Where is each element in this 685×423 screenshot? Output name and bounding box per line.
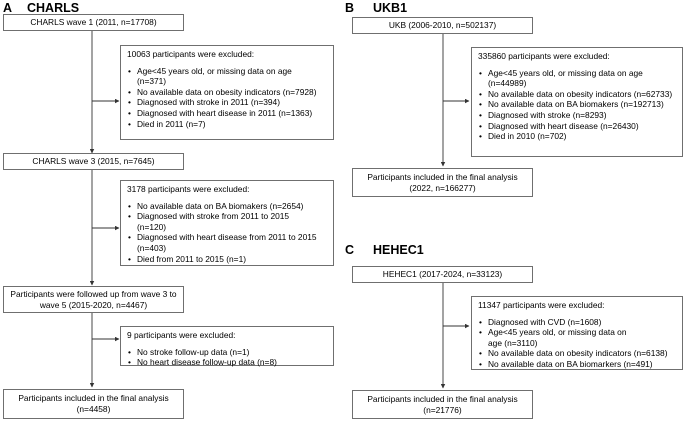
list-item: No heart disease follow-up data (n=8) bbox=[128, 357, 327, 368]
a-exclusion-box-1: 10063 participants were excluded: Age<45… bbox=[120, 45, 334, 140]
list-item: No available data on obesity indicators … bbox=[128, 87, 327, 98]
list-item: Died in 2011 (n=7) bbox=[128, 119, 327, 130]
list-item: Diagnosed with heart disease in 2011 (n=… bbox=[128, 108, 327, 119]
list-item: No stroke follow-up data (n=1) bbox=[128, 347, 327, 358]
a-followed-box: Participants were followed up from wave … bbox=[3, 286, 184, 313]
list-item: Diagnosed with heart disease (n=26430) bbox=[479, 121, 676, 132]
a-exclusion-box-2: 3178 participants were excluded: No avai… bbox=[120, 180, 334, 266]
a-excl3-list: No stroke follow-up data (n=1) No heart … bbox=[127, 347, 327, 368]
b-exclusion-box: 335860 participants were excluded: Age<4… bbox=[471, 47, 683, 157]
c-start-box: HEHEC1 (2017-2024, n=33123) bbox=[352, 266, 533, 283]
c-final-line-1: Participants included in the final analy… bbox=[367, 393, 518, 404]
panel-c-title: HEHEC1 bbox=[373, 243, 424, 257]
b-excl-heading: 335860 participants were excluded: bbox=[478, 51, 610, 61]
a-wave3-text: CHARLS wave 3 (2015, n=7645) bbox=[32, 156, 155, 167]
c-final-box: Participants included in the final analy… bbox=[352, 390, 533, 419]
list-item: Diagnosed with stroke in 2011 (n=394) bbox=[128, 97, 327, 108]
a-excl2-heading: 3178 participants were excluded: bbox=[127, 184, 250, 194]
list-item: Diagnosed with stroke from 2011 to 2015(… bbox=[128, 211, 327, 232]
list-item: No available data on BA biomakers (n=265… bbox=[128, 201, 327, 212]
panel-a-letter: A bbox=[3, 1, 13, 15]
a-excl1-heading: 10063 participants were excluded: bbox=[127, 49, 255, 59]
a-excl3-heading: 9 participants were excluded: bbox=[127, 330, 236, 340]
a-excl1-list: Age<45 years old, or missing data on age… bbox=[127, 66, 327, 130]
list-item: No available data on BA biomarkers (n=49… bbox=[479, 359, 676, 370]
a-wave1-text: CHARLS wave 1 (2011, n=17708) bbox=[30, 17, 157, 28]
b-excl-list: Age<45 years old, or missing data on age… bbox=[478, 68, 676, 142]
c-start-text: HEHEC1 (2017-2024, n=33123) bbox=[382, 269, 503, 280]
b-final-line-2: (2022, n=166277) bbox=[409, 182, 476, 193]
list-item: No available data on obesity indicators … bbox=[479, 89, 676, 100]
list-item: Age<45 years old, or missing data on age… bbox=[479, 68, 676, 89]
a-final-box: Participants included in the final analy… bbox=[3, 389, 184, 419]
a-followed-line-1: Participants were followed up from wave … bbox=[10, 288, 177, 299]
list-item: Diagnosed with CVD (n=1608) bbox=[479, 317, 676, 328]
a-wave1-box: CHARLS wave 1 (2011, n=17708) bbox=[3, 14, 184, 31]
list-item: Diagnosed with stroke (n=8293) bbox=[479, 110, 676, 121]
a-excl2-list: No available data on BA biomakers (n=265… bbox=[127, 201, 327, 265]
a-exclusion-box-3: 9 participants were excluded: No stroke … bbox=[120, 326, 334, 368]
list-item: Died from 2011 to 2015 (n=1) bbox=[128, 254, 327, 265]
a-wave3-box: CHARLS wave 3 (2015, n=7645) bbox=[3, 153, 184, 170]
panel-c-letter: C bbox=[345, 243, 355, 257]
c-excl-heading: 11347 participants were excluded: bbox=[478, 300, 605, 310]
panel-a-title: CHARLS bbox=[27, 1, 80, 15]
a-followed-line-2: wave 5 (2015-2020, n=4467) bbox=[39, 299, 148, 310]
a-final-line-2: (n=4458) bbox=[76, 404, 111, 414]
b-final-line-1: Participants included in the final analy… bbox=[367, 171, 518, 182]
b-start-text: UKB (2006-2010, n=502137) bbox=[388, 20, 497, 31]
panel-b-letter: B bbox=[345, 1, 355, 15]
list-item: Age<45 years old, or missing data onage … bbox=[479, 327, 676, 348]
list-item: No available data on BA biomakers (n=192… bbox=[479, 99, 676, 110]
b-final-box: Participants included in the final analy… bbox=[352, 168, 533, 197]
list-item: No available data on obesity indicators … bbox=[479, 348, 676, 359]
list-item: Diagnosed with heart disease from 2011 t… bbox=[128, 232, 327, 253]
list-item: Died in 2010 (n=702) bbox=[479, 131, 676, 142]
c-final-line-2: (n=21776) bbox=[423, 404, 462, 415]
list-item: Age<45 years old, or missing data on age… bbox=[128, 66, 327, 87]
a-final-line-1: Participants included in the final analy… bbox=[18, 393, 169, 404]
panel-b-title: UKB1 bbox=[373, 1, 408, 15]
b-start-box: UKB (2006-2010, n=502137) bbox=[352, 17, 533, 34]
c-exclusion-box: 11347 participants were excluded: Diagno… bbox=[471, 296, 683, 370]
c-excl-list: Diagnosed with CVD (n=1608) Age<45 years… bbox=[478, 317, 676, 370]
